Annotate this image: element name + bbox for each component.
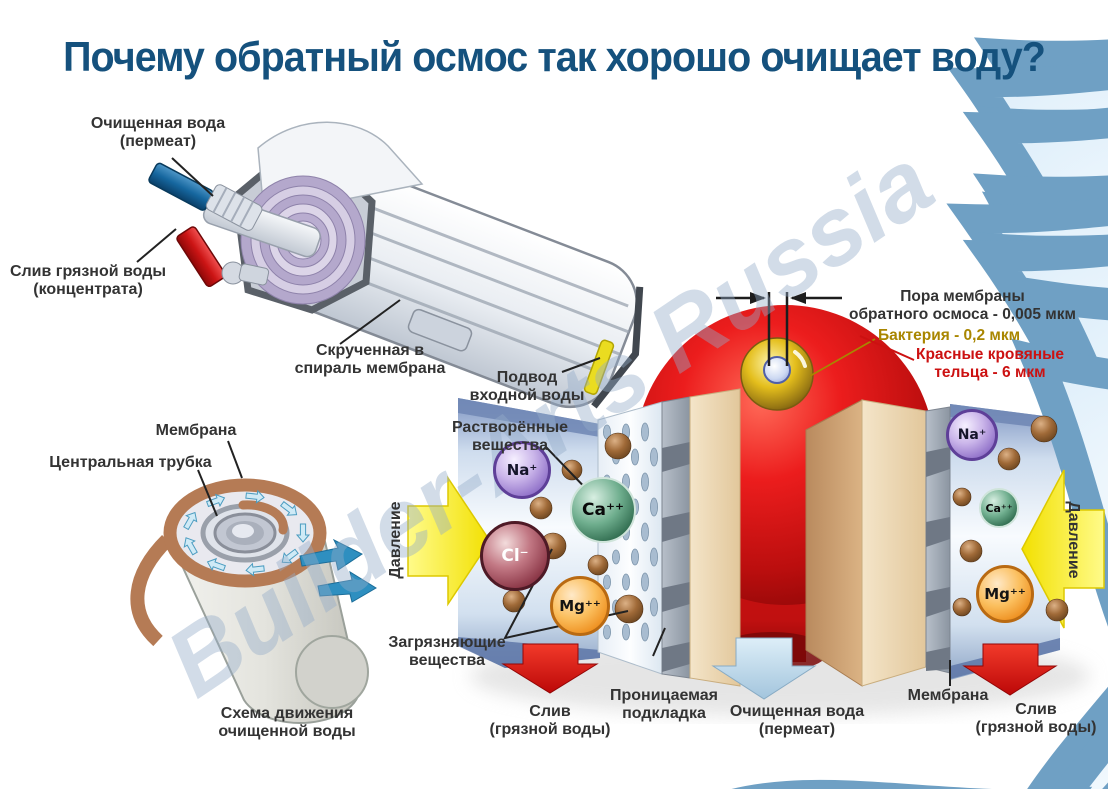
membrane-cross-section — [136, 0, 1108, 789]
permeate-arrow — [711, 637, 817, 700]
ion-label: Na⁺ — [506, 461, 538, 479]
label-contaminants: Загрязняющие вещества — [388, 634, 506, 670]
ion-label: Mg⁺⁺ — [984, 585, 1026, 603]
ion-label: Mg⁺⁺ — [559, 597, 601, 615]
spiral-flow-illustration — [130, 478, 377, 724]
ion-label: Na⁺ — [957, 427, 987, 443]
ion-magnesium-right: Mg⁺⁺ — [976, 565, 1034, 623]
ion-chloride-left: Cl⁻ — [480, 521, 550, 591]
concentrate-pipe — [176, 226, 226, 288]
membrane-pore-dot — [763, 356, 791, 384]
flow-arrows — [183, 489, 311, 577]
label-scheme-caption: Схема движения очищенной воды — [218, 705, 356, 741]
feed-inlet-strip — [583, 339, 615, 395]
ion-calcium-left: Ca⁺⁺ — [570, 477, 636, 543]
label-pressure-right: Давление — [1065, 501, 1082, 579]
ion-magnesium-left: Mg⁺⁺ — [550, 576, 610, 636]
label-pressure-left: Давление — [387, 501, 404, 579]
label-permeable-backing: Проницаемая подкладка — [609, 687, 719, 723]
contaminant-particles — [502, 415, 1069, 624]
feed-entry-arrow — [317, 570, 377, 603]
pore-measurement-marks — [716, 292, 842, 366]
pressure-arrow-left — [407, 475, 491, 607]
ion-sodium-right: Na⁺ — [946, 409, 998, 461]
ion-label: Cl⁻ — [501, 546, 529, 566]
ion-label: Ca⁺⁺ — [582, 500, 624, 520]
label-red-blood-cell: Красные кровяные тельца - 6 мкм — [916, 346, 1064, 381]
label-bacteria: Бактерия - 0,2 мкм — [878, 327, 1021, 344]
label-dissolved-substances: Растворённые вещества — [451, 419, 569, 455]
drain-arrow-right — [962, 643, 1058, 696]
filter-housing-illustration — [148, 121, 644, 409]
ion-sodium-left: Na⁺ — [493, 441, 551, 499]
label-membrane-bottom: Мембрана — [907, 687, 989, 704]
pressure-arrow-right — [1021, 469, 1105, 629]
feed-entry-arrow — [299, 538, 363, 571]
label-permeate-bottom: Очищенная вода (пермеат) — [729, 703, 865, 739]
label-central-tube: Центральная трубка — [49, 454, 212, 471]
ion-calcium-right: Ca⁺⁺ — [979, 488, 1019, 528]
label-membrane-spiral: Мембрана — [155, 422, 237, 439]
label-feed-inlet: Подвод входной воды — [469, 369, 585, 405]
label-spiral-membrane: Скрученная в спираль мембрана — [294, 342, 446, 378]
label-permeate-top: Очищенная вода (пермеат) — [90, 115, 226, 151]
drain-arrow-left — [501, 643, 599, 694]
label-drain-top: Слив грязной воды (концентрата) — [9, 263, 167, 299]
page-title: Почему обратный осмос так хорошо очищает… — [63, 33, 1046, 80]
label-drain-bottom-right: Слив (грязной воды) — [975, 701, 1097, 737]
membrane-wall-right — [805, 399, 951, 687]
ion-label: Ca⁺⁺ — [985, 501, 1013, 515]
label-membrane-pore: Пора мембраны обратного осмоса - 0,005 м… — [849, 288, 1076, 323]
label-drain-bottom-left: Слив (грязной воды) — [489, 703, 611, 739]
